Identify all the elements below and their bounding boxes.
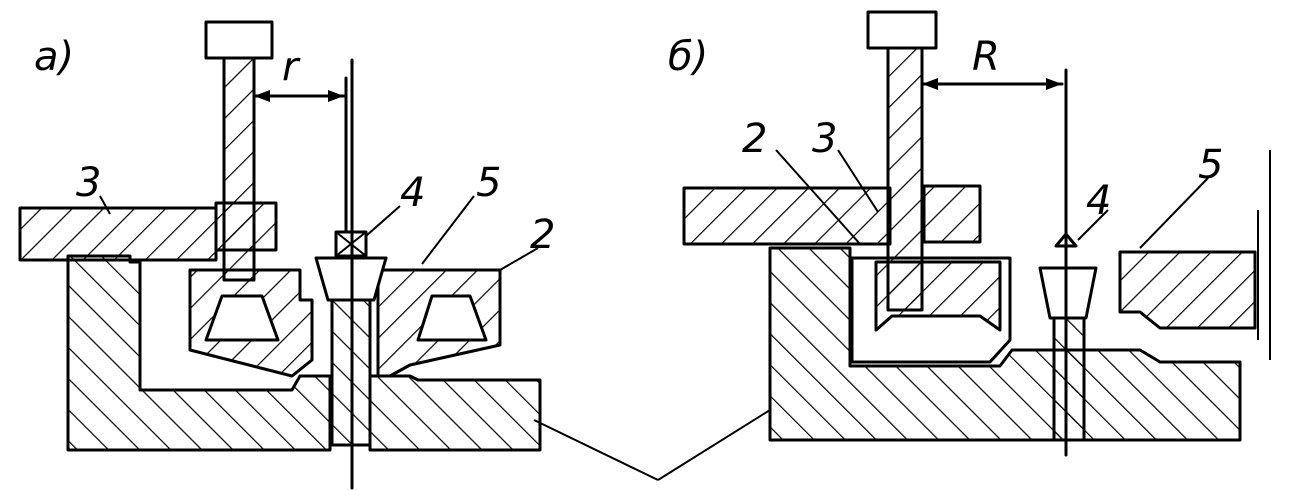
drill-chuck-a — [204, 20, 274, 60]
label-4-a: 4 — [400, 170, 425, 216]
recess-right-a — [416, 294, 488, 342]
dim-label-r: r — [282, 44, 301, 90]
drill-b — [886, 46, 924, 312]
label-2-a: 2 — [530, 212, 555, 258]
bushing-b — [922, 184, 982, 244]
panel-a-tag: а) — [34, 34, 74, 80]
panel-b — [682, 10, 1271, 457]
plate-3-b — [682, 186, 892, 246]
leader-common-left — [533, 419, 659, 481]
indicator-4-b — [1054, 232, 1078, 248]
label-4-b: 4 — [1086, 178, 1111, 224]
base-body-a-right — [368, 374, 542, 452]
label-3-b: 3 — [812, 116, 837, 162]
drill-a — [222, 56, 256, 282]
label-2-b: 2 — [742, 116, 767, 162]
dim-label-R: R — [972, 34, 1000, 80]
pin-shaft-b — [1052, 316, 1086, 442]
recess-left-a — [204, 294, 280, 342]
locating-pin-5-b — [1038, 266, 1098, 320]
panel-b-tag: б) — [668, 34, 708, 80]
panel-a — [18, 20, 542, 490]
plate-3-a — [18, 206, 218, 262]
part-2-b-right — [1118, 250, 1257, 330]
label-3-a: 3 — [76, 160, 101, 206]
leader-common-right — [657, 409, 771, 481]
drill-chuck-b — [866, 10, 938, 50]
label-5-b: 5 — [1198, 142, 1223, 188]
label-5-a: 5 — [476, 160, 501, 206]
